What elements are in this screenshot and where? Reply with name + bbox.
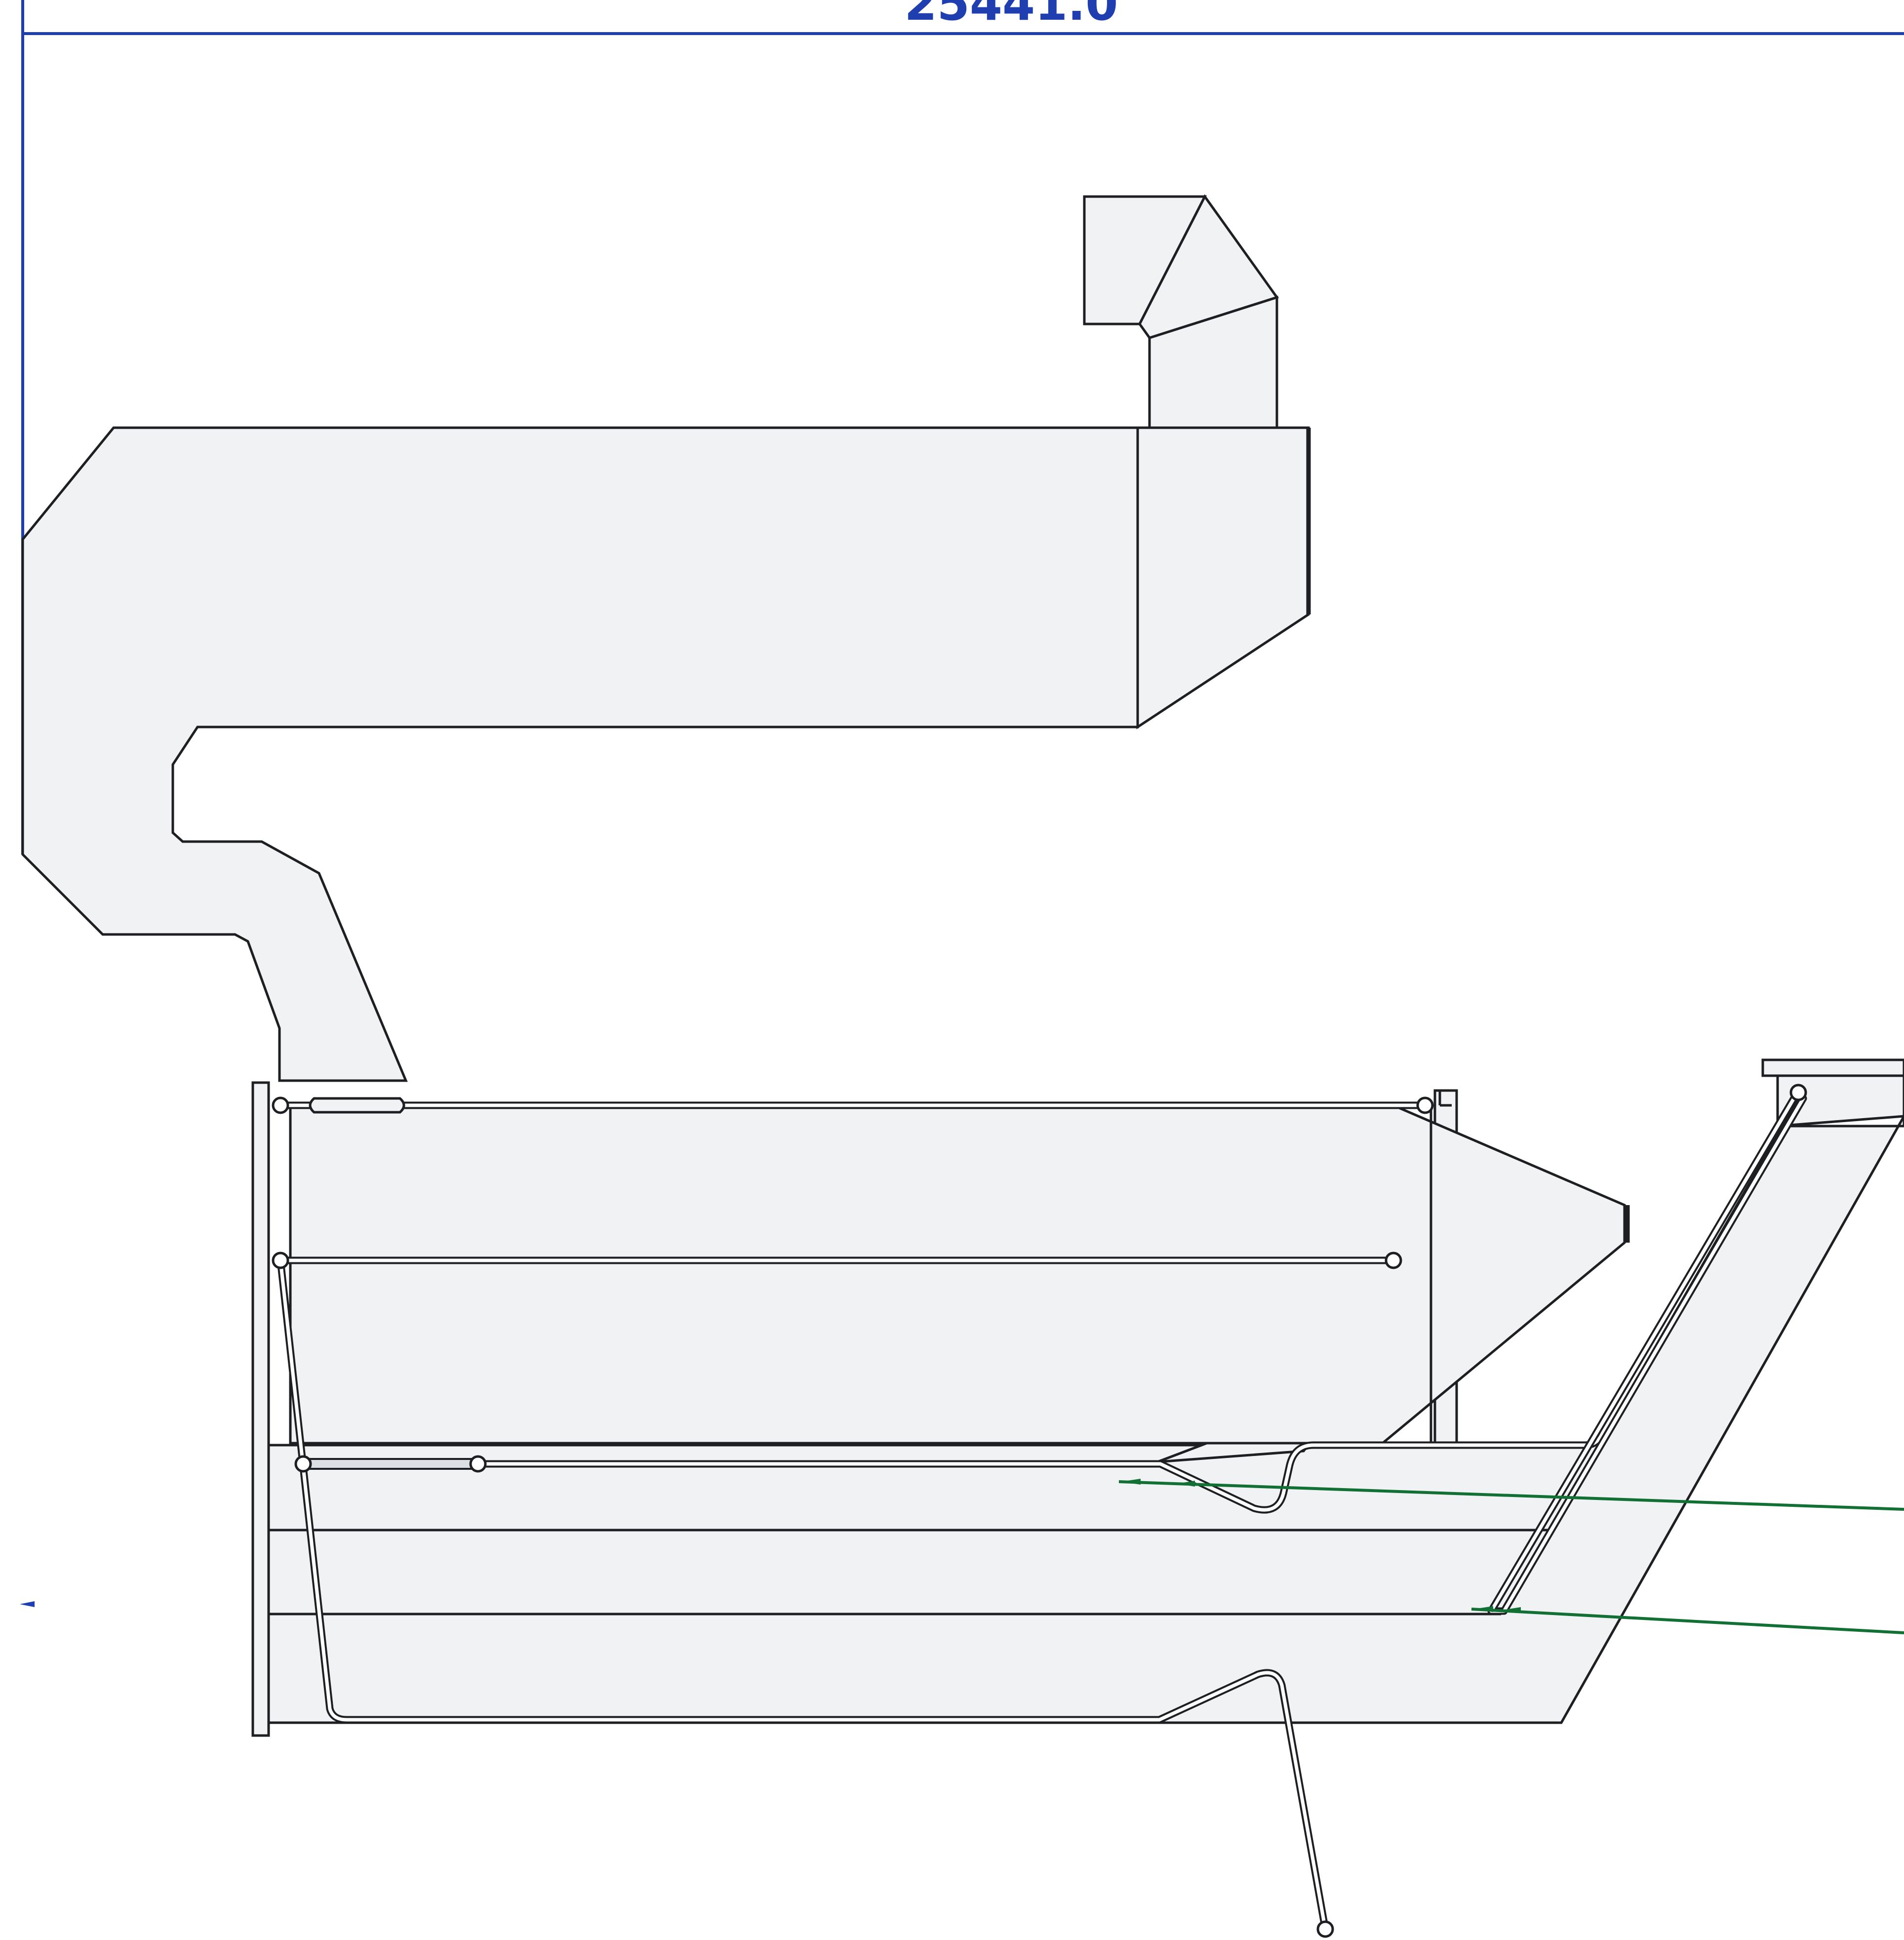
top-right-chute xyxy=(1776,1074,1904,1128)
leader-arrow-lower-2 xyxy=(1502,1607,1521,1613)
pipe-hatched-section xyxy=(302,1458,478,1470)
leader-lines xyxy=(1118,1479,1904,1634)
pipe-node-lower-left xyxy=(294,1455,312,1473)
leader-line-lower xyxy=(1471,1608,1904,1634)
pipe-node-bottom-outlet xyxy=(1316,1920,1334,1938)
pipe-node-top-chute xyxy=(1789,1084,1807,1101)
lower-housing-assembly xyxy=(251,1058,1904,1737)
left-flange-plate xyxy=(251,1081,270,1737)
dimension-value: 25441.0 xyxy=(905,0,1118,31)
piping-network xyxy=(272,1084,1807,1938)
dimension-arrow-marker xyxy=(20,1601,35,1607)
pipe-node-middle-right xyxy=(1385,1252,1402,1269)
upper-housing-box xyxy=(289,1105,1626,1445)
pipe-node-top-right xyxy=(1416,1096,1434,1114)
main-duct-body xyxy=(21,426,1139,1082)
duct-end-transition xyxy=(1136,426,1310,729)
pipe-node-middle-left xyxy=(272,1252,289,1269)
pipe-node-top-left xyxy=(272,1096,289,1114)
leader-arrow-lower-1 xyxy=(1473,1606,1493,1612)
leader-arrow-upper-1 xyxy=(1121,1479,1141,1485)
leader-arrow-upper-2 xyxy=(1177,1481,1195,1487)
overall-dimension: 25441.0 xyxy=(20,0,1904,1607)
upper-duct-assembly xyxy=(21,194,1311,1082)
top-right-flange xyxy=(1761,1058,1904,1077)
elbow-outlet-bend xyxy=(1138,194,1279,339)
pipe-node-lower-mid xyxy=(469,1455,487,1473)
leader-line-upper xyxy=(1118,1480,1904,1511)
pipe-sleeve-top xyxy=(309,1097,405,1114)
